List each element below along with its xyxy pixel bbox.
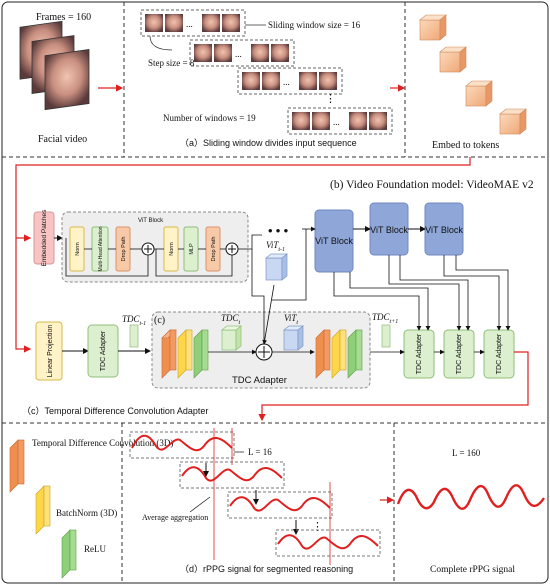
norm-2-label: Norm bbox=[169, 242, 175, 256]
legend-bn-icon bbox=[35, 485, 51, 535]
legend-relu-label: ReLU bbox=[84, 544, 106, 554]
flow-tokens-to-linear bbox=[15, 238, 32, 353]
segment-signal-3 bbox=[229, 496, 331, 512]
flow-to-rppg bbox=[258, 351, 529, 422]
tdc-t-plus-1-slab bbox=[381, 324, 391, 348]
frames-label: Frames = 160 bbox=[36, 12, 91, 23]
sliding-window-panel: ... Sliding window size = 16 ... Step si… bbox=[140, 9, 406, 148]
label-c: (c) bbox=[154, 315, 165, 326]
tdc-adapter-center-label: TDC Adapter bbox=[232, 375, 287, 386]
vit-detail-connectors bbox=[65, 234, 262, 277]
vit-t-label: ViTt bbox=[284, 313, 298, 326]
segment-signal-1 bbox=[131, 434, 233, 452]
vit-block-2-label: ViT Block bbox=[370, 225, 408, 235]
title-b: (b) Video Foundation model: VideoMAE v2 bbox=[330, 179, 534, 191]
right-connectors bbox=[272, 226, 511, 355]
complete-rppg-label: Complete rPPG signal bbox=[430, 565, 515, 575]
token-cube-2 bbox=[439, 46, 467, 73]
window-1-frames bbox=[145, 14, 240, 32]
window-3-frames bbox=[242, 72, 337, 90]
tdc-t-plus-1-label: TDCt+1 bbox=[372, 312, 398, 325]
token-cube-4 bbox=[499, 108, 527, 135]
step-size-label: Step size = 8 bbox=[148, 58, 195, 68]
segment-box-4 bbox=[275, 529, 381, 557]
tdc-adapter-r1-label: TDC Adapter bbox=[416, 333, 423, 374]
drop-path-2-label: Drop Path bbox=[211, 237, 217, 262]
tdc-t-label: TDCt bbox=[221, 313, 241, 326]
complete-signal bbox=[396, 484, 545, 510]
num-windows-label: Number of windows = 19 bbox=[163, 113, 256, 123]
tdc-adapter-1-label: TDC Adapter bbox=[100, 330, 107, 371]
window-2-frames bbox=[194, 44, 289, 62]
segment-signal-2 bbox=[181, 466, 283, 482]
segment-box-2 bbox=[179, 461, 285, 489]
legend-tdc-label: Temporal Difference Convolution (3D) bbox=[32, 438, 173, 448]
step-brace bbox=[149, 35, 173, 51]
window-2-ellipsis: ... bbox=[235, 49, 242, 59]
mha-label: Multi-Head Attention bbox=[98, 226, 104, 271]
token-cube-1 bbox=[419, 14, 447, 41]
vit-t-cube bbox=[283, 325, 304, 351]
tdc-stack-right bbox=[315, 329, 363, 379]
video-frames bbox=[19, 20, 90, 111]
tdc-t-minus-1-label: TDCt-1 bbox=[122, 314, 146, 327]
caption-a: （a）Sliding window divides input sequence bbox=[180, 138, 357, 148]
embedded-patches-label: Embedded Patches bbox=[41, 209, 48, 266]
window-1 bbox=[140, 9, 246, 37]
facial-video-panel: Frames = 160 Facial video bbox=[19, 12, 124, 145]
window-last-frames bbox=[292, 112, 387, 130]
segment-box-3 bbox=[227, 491, 333, 519]
tdc-adapter-r3-label: TDC Adapter bbox=[496, 333, 503, 374]
linear-projection-label: Linear Projection bbox=[47, 325, 54, 378]
vit-t-minus-1-label: ViTt-1 bbox=[266, 240, 285, 253]
norm-1-label: Norm bbox=[75, 242, 81, 256]
facial-video-label: Facial video bbox=[38, 134, 87, 145]
drop-path-1-label: Drop Path bbox=[121, 237, 127, 262]
window-3 bbox=[237, 67, 343, 95]
token-cube-3 bbox=[465, 80, 493, 107]
window-2 bbox=[189, 39, 295, 67]
complete-rppg-panel: L = 160 Complete rPPG signal bbox=[396, 448, 545, 575]
segment-signal-4 bbox=[277, 534, 379, 550]
legend-bn-label: BatchNorm (3D) bbox=[56, 508, 117, 518]
tdc-stack-left bbox=[161, 329, 209, 379]
vit-block-detail-label: ViT Block bbox=[138, 218, 164, 224]
window-1-ellipsis: ... bbox=[186, 19, 193, 29]
vit-block-3-label: ViT Block bbox=[425, 225, 463, 235]
vit-t-minus-1-cube bbox=[265, 253, 288, 281]
caption-c: （c）Temporal Difference Convolution Adapt… bbox=[22, 406, 208, 416]
vit-block-1-label: ViT Block bbox=[315, 236, 353, 246]
legend-tdc-icon bbox=[9, 439, 25, 493]
avg-agg-label: Average aggregation bbox=[142, 513, 208, 522]
flow-tokens-to-patches bbox=[15, 157, 471, 242]
segmented-rppg-panel: L = 16 Average aggregation ⋮ （d）rPPG sig… bbox=[129, 428, 395, 574]
tdc-t-minus-1-slab bbox=[129, 324, 139, 348]
tokens-panel: Embed to tokens bbox=[419, 14, 527, 151]
window-last bbox=[287, 107, 393, 135]
tdc-adapter-r2-label: TDC Adapter bbox=[456, 333, 463, 374]
embed-label: Embed to tokens bbox=[432, 140, 499, 151]
legend: Temporal Difference Convolution (3D) Bat… bbox=[9, 438, 173, 579]
vit-chain-dots: • • • bbox=[268, 223, 289, 238]
segment-vdots: ⋮ bbox=[312, 521, 323, 533]
sliding-window-size-label: Sliding window size = 16 bbox=[268, 20, 361, 30]
caption-d: （d）rPPG signal for segmented reasoning bbox=[180, 564, 353, 574]
legend-relu-icon bbox=[61, 529, 77, 579]
window-3-ellipsis: ... bbox=[283, 77, 290, 87]
l160-label: L = 160 bbox=[452, 448, 481, 458]
mlp-label: MLP bbox=[189, 243, 195, 255]
window-vdots: ⋮ bbox=[325, 93, 336, 105]
center-connectors bbox=[208, 249, 315, 355]
l16-label: L = 16 bbox=[248, 447, 272, 457]
segment-box-1 bbox=[129, 431, 235, 459]
tdc-t-cube bbox=[221, 325, 242, 351]
window-last-ellipsis: ... bbox=[333, 117, 340, 127]
